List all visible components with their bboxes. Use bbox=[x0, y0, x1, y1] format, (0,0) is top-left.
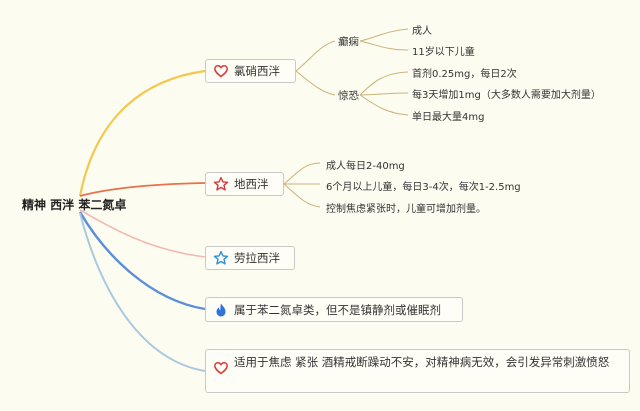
flame-icon bbox=[213, 302, 229, 318]
branch-connector-clonazepam bbox=[78, 69, 206, 197]
branch-label: 氯硝西泮 bbox=[234, 64, 280, 78]
branch-label: 地西泮 bbox=[234, 177, 269, 191]
leaf-item[interactable]: 控制焦虑紧张时，儿童可增加剂量。 bbox=[326, 204, 486, 215]
leaf-item[interactable]: 首剂0.25mg，每日2次 bbox=[412, 69, 517, 80]
group-label-panic[interactable]: 惊恐 bbox=[338, 90, 359, 102]
star-icon bbox=[213, 176, 229, 192]
root-topic[interactable]: 精神 西泮 苯二氮卓 bbox=[22, 198, 127, 212]
branch-label: 适用于焦虑 紧张 酒精戒断躁动不安，对精神病无效，会引发异常刺激愤怒 bbox=[234, 355, 610, 369]
group-label-epilepsy[interactable]: 癫痫 bbox=[338, 36, 359, 48]
diazepam-sub-connectors bbox=[283, 162, 321, 208]
leaf-item[interactable]: 6个月以上儿童，每日3-4次，每次1-2.5mg bbox=[326, 182, 521, 193]
branch-connector-indication-note bbox=[79, 212, 206, 372]
leaf-item[interactable]: 成人 bbox=[412, 26, 432, 37]
leaf-item[interactable]: 11岁以下儿童 bbox=[412, 47, 475, 58]
branch-node-clonazepam[interactable]: 氯硝西泮 bbox=[205, 59, 296, 83]
branch-connector-category-note bbox=[78, 211, 206, 311]
leaf-item[interactable]: 单日最大量4mg bbox=[412, 112, 485, 123]
star-outline-icon bbox=[213, 250, 229, 266]
leaf-item[interactable]: 每3天增加1mg（大多数人需要加大剂量） bbox=[412, 90, 601, 101]
branch-node-diazepam[interactable]: 地西泮 bbox=[205, 172, 284, 196]
branch-connector-diazepam bbox=[79, 182, 206, 197]
branch-connector-lorazepam bbox=[79, 209, 206, 258]
branch-node-category-note[interactable]: 属于苯二氮卓类，但不是镇静剂或催眠剂 bbox=[205, 297, 463, 322]
branch-label: 劳拉西泮 bbox=[234, 251, 280, 265]
branch-label: 属于苯二氮卓类，但不是镇静剂或催眠剂 bbox=[234, 302, 441, 317]
branch-node-lorazepam[interactable]: 劳拉西泮 bbox=[205, 246, 295, 270]
branch-node-indication-note[interactable]: 适用于焦虑 紧张 酒精戒断躁动不安，对精神病无效，会引发异常刺激愤怒 bbox=[205, 349, 630, 393]
heart-icon bbox=[213, 360, 229, 376]
leaf-item[interactable]: 成人每日2-40mg bbox=[326, 161, 405, 172]
clonazepam-sub-connectors bbox=[295, 28, 409, 116]
heart-icon bbox=[213, 63, 229, 79]
